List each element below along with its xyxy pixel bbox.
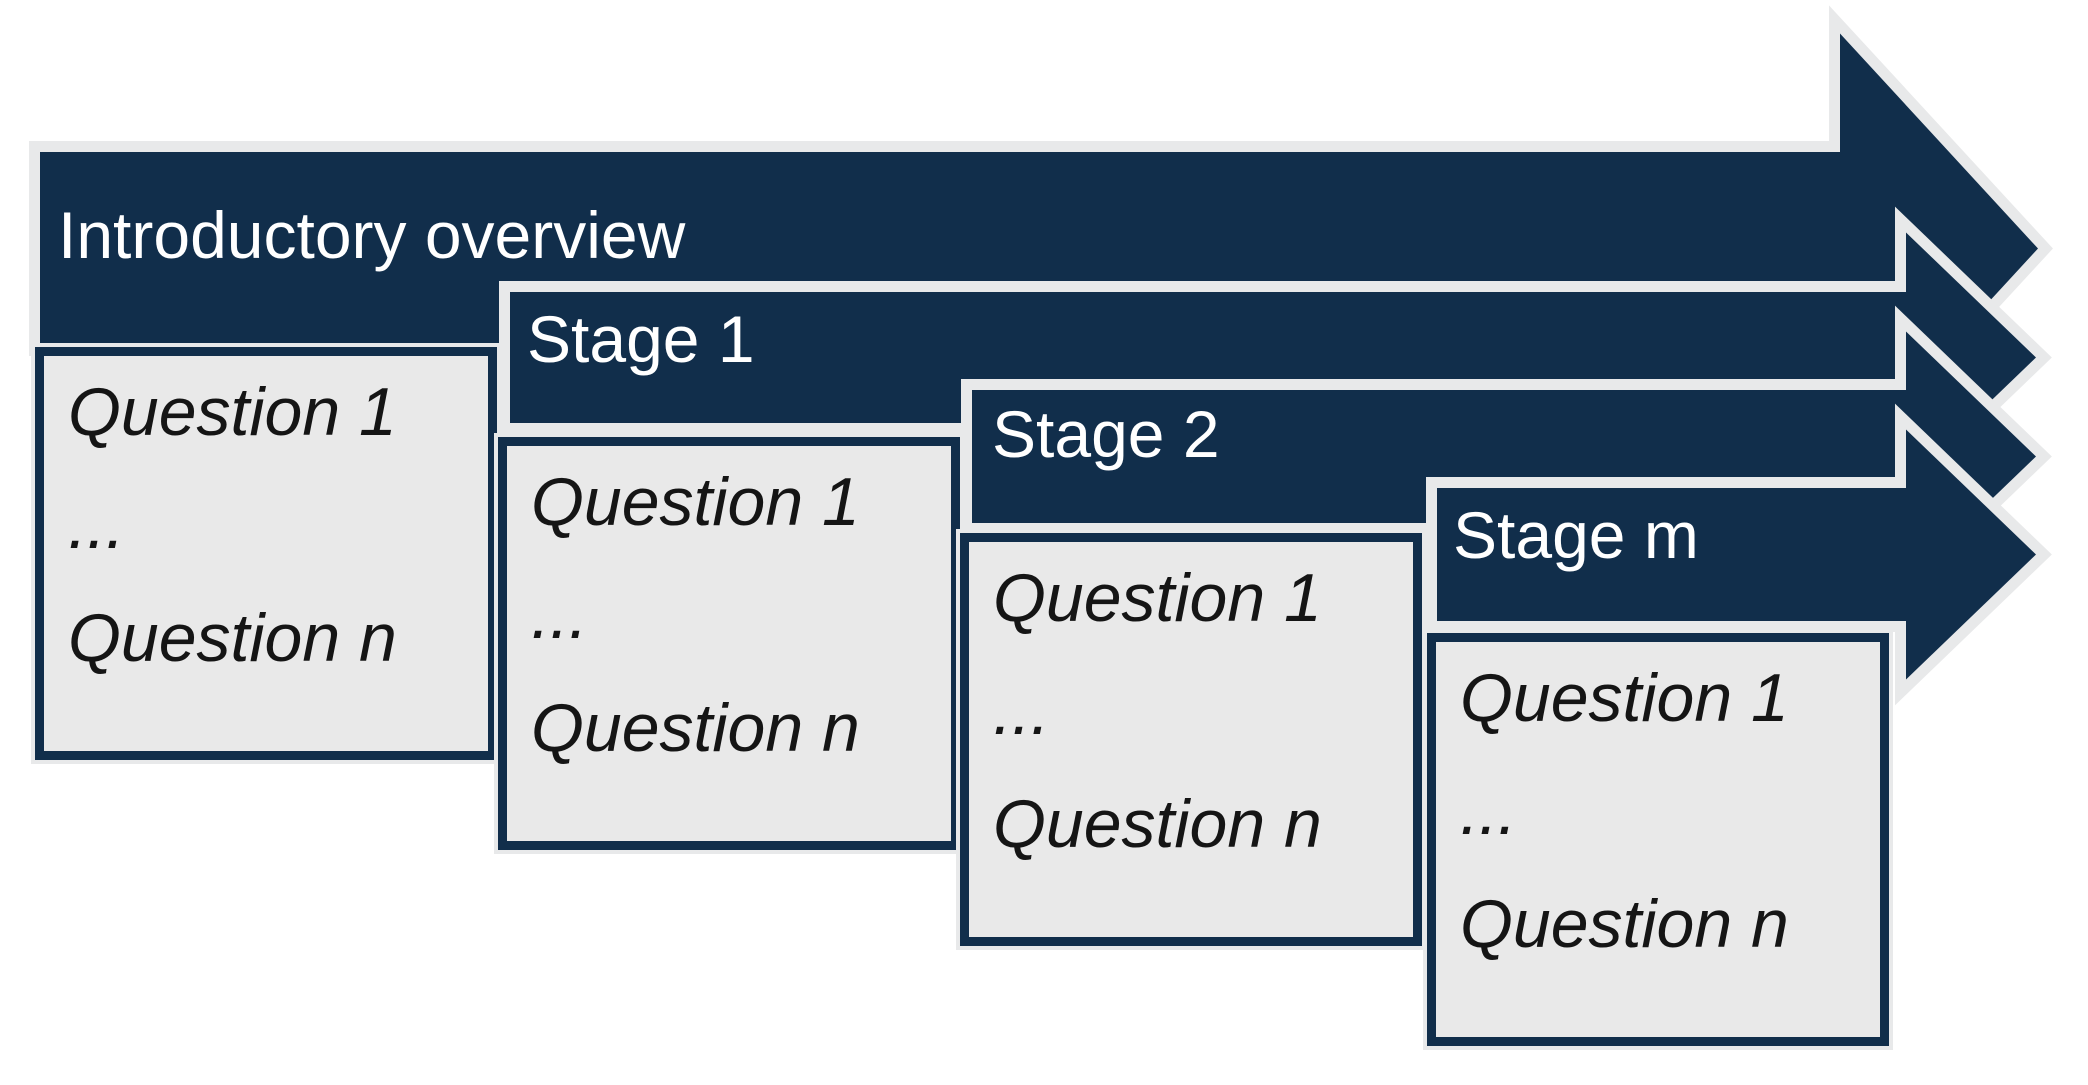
stage-label-stage-m: Stage m: [1453, 498, 1699, 572]
question-box-introductory-overview: Question 1 ... Question n: [31, 343, 501, 764]
question-line-ellipsis: ...: [1460, 773, 1517, 849]
question-line: Question 1: [531, 464, 860, 540]
stage-label-stage-2: Stage 2: [992, 397, 1220, 471]
question-line-ellipsis: ...: [68, 487, 125, 563]
question-line: Question n: [531, 690, 860, 766]
question-line: Question n: [1460, 886, 1789, 962]
question-line: Question n: [68, 600, 397, 676]
stage-label-stage-1: Stage 1: [527, 302, 755, 376]
question-line: Question 1: [993, 560, 1322, 636]
question-line-ellipsis: ...: [993, 673, 1050, 749]
question-line: Question 1: [1460, 660, 1789, 736]
question-box-stage-2: Question 1 ... Question n: [956, 529, 1426, 950]
stage-label-introductory-overview: Introductory overview: [58, 198, 686, 272]
arrow-stage-m: [1426, 403, 2052, 706]
question-line: Question n: [993, 786, 1322, 862]
question-box-stage-1: Question 1 ... Question n: [494, 433, 964, 854]
question-box-stage-m: Question 1 ... Question n: [1423, 629, 1893, 1050]
question-line-ellipsis: ...: [531, 577, 588, 653]
question-line: Question 1: [68, 374, 397, 450]
